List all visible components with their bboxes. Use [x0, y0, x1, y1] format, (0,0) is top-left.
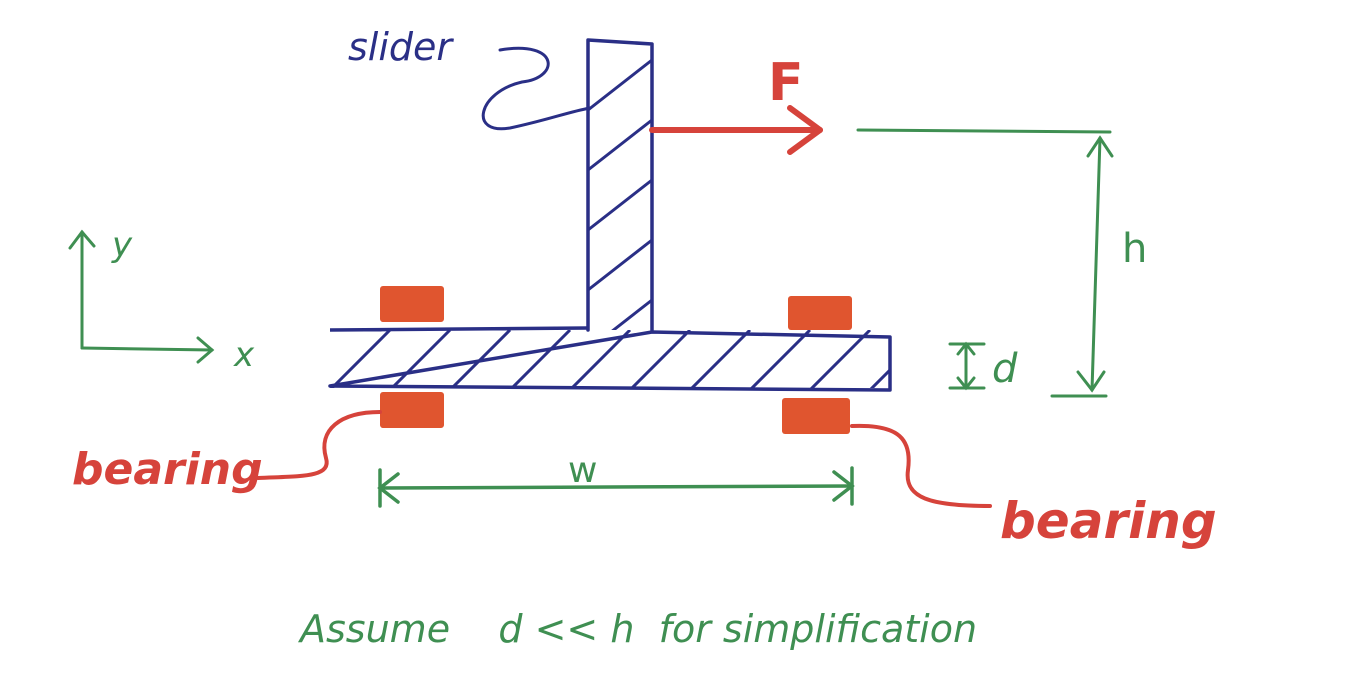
bearing-bottom-left [380, 392, 444, 428]
axis-y-label: y [111, 225, 133, 265]
bearing-top-left [380, 286, 444, 322]
bearing-left-leader [256, 410, 382, 480]
axis-x-label: x [233, 335, 255, 375]
force-label: F [768, 53, 804, 113]
x-axis-arrowhead [196, 336, 215, 364]
height-label: h [1122, 226, 1147, 272]
slider-leader-line [481, 46, 592, 131]
width-dimension [377, 466, 855, 508]
bearing-blocks [380, 286, 852, 434]
width-label: w [568, 450, 597, 491]
bearing-left-label: bearing [72, 444, 263, 495]
y-axis-arrowhead [68, 229, 96, 250]
bearing-right-leader [850, 423, 992, 508]
bearing-top-right [788, 296, 852, 330]
bearing-bottom-right [782, 398, 850, 434]
slider-label: slider [348, 25, 454, 69]
bearing-right-label: bearing [1000, 492, 1217, 550]
coordinate-axes [68, 229, 215, 364]
slider-vertical-bar [586, 38, 654, 332]
slider-base [328, 326, 892, 392]
force-arrow [649, 105, 823, 155]
x-axis [80, 346, 214, 352]
height-dimension [856, 128, 1114, 398]
thickness-dimension [948, 341, 986, 391]
thickness-label: d [992, 346, 1018, 392]
assumption-note: Assume d << h for simplification [297, 607, 977, 651]
